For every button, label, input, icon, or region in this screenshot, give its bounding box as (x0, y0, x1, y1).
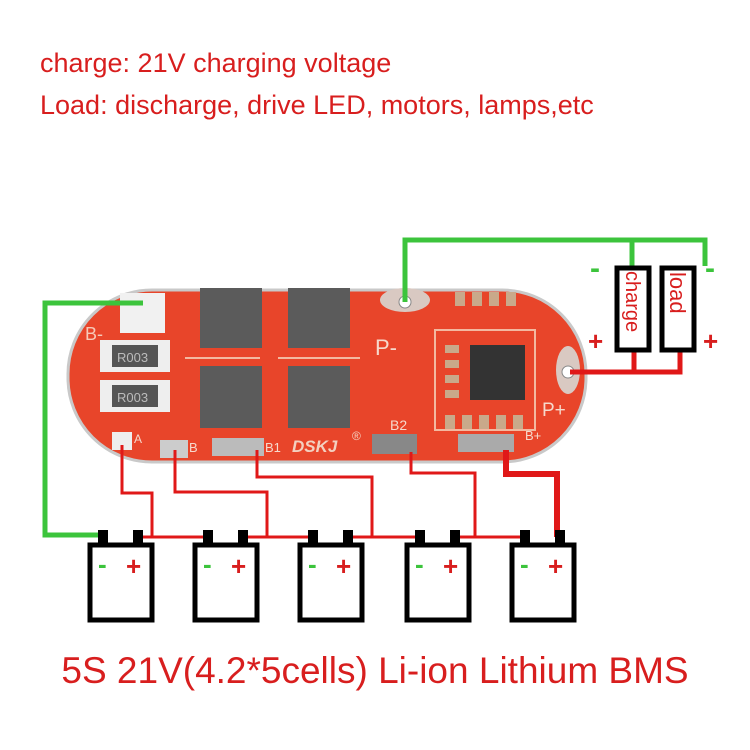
shunt-resistor: R003 (100, 380, 170, 412)
charge-plus-sign: + (588, 326, 603, 356)
load-minus-sign: - (705, 252, 715, 285)
mosfet (288, 288, 350, 348)
cell-minus-sign: - (308, 549, 317, 579)
cell-minus-sign: - (203, 549, 212, 579)
load-terminal: load (659, 265, 697, 353)
svg-text:R003: R003 (117, 390, 148, 405)
positive-terminal (133, 530, 143, 545)
b-plus-wire (503, 450, 560, 537)
cell-minus-sign: - (98, 549, 107, 579)
pad-label-p-plus: P+ (542, 400, 566, 421)
pad-label-b2: B2 (390, 417, 407, 433)
pad-label-b: B (189, 440, 198, 455)
balance-wires (120, 445, 525, 539)
pad-label-b-plus: B+ (525, 428, 541, 443)
cell-plus-sign: + (548, 551, 563, 581)
load-label: load (665, 272, 690, 314)
battery-cells: -+-+-+-+-+ (87, 530, 577, 623)
brand-logo: DSKJ (292, 437, 338, 456)
positive-terminal (555, 530, 565, 545)
negative-terminal (520, 530, 530, 545)
pad-label-a: A (134, 432, 142, 446)
battery-cell: -+ (87, 530, 155, 623)
pad-label-p-minus: P- (375, 335, 397, 360)
pad-label-b-minus: B- (85, 324, 103, 344)
mosfet (200, 288, 262, 348)
cell-plus-sign: + (336, 551, 351, 581)
negative-terminal (98, 530, 108, 545)
charger-terminal: charge (614, 265, 652, 353)
registered-mark: ® (352, 429, 361, 443)
negative-terminal (308, 530, 318, 545)
negative-terminal (203, 530, 213, 545)
load-plus-sign: + (703, 326, 718, 356)
cell-plus-sign: + (443, 551, 458, 581)
positive-terminal (343, 530, 353, 545)
battery-cell: -+ (404, 530, 472, 623)
mosfet (200, 366, 262, 428)
cell-minus-sign: - (520, 549, 529, 579)
load-caption: Load: discharge, drive LED, motors, lamp… (40, 90, 594, 120)
bms-board: B- R003 R003 P- P+ (66, 288, 588, 464)
negative-wires (42, 237, 708, 538)
negative-terminal (415, 530, 425, 545)
positive-terminal (238, 530, 248, 545)
b-minus-pad (120, 293, 165, 333)
mosfet (288, 366, 350, 428)
battery-cell: -+ (192, 530, 260, 623)
charge-minus-sign: - (590, 252, 600, 285)
pad-label-b1: B1 (265, 440, 281, 455)
charge-label: charge (621, 271, 643, 332)
svg-text:R003: R003 (117, 350, 148, 365)
battery-cell: -+ (509, 530, 577, 623)
charge-caption: charge: 21V charging voltage (40, 48, 392, 78)
cell-minus-sign: - (415, 549, 424, 579)
positive-wires (570, 350, 683, 375)
cell-plus-sign: + (126, 551, 141, 581)
shunt-resistor: R003 (100, 340, 170, 372)
positive-terminal (450, 530, 460, 545)
cell-plus-sign: + (231, 551, 246, 581)
product-title: 5S 21V(4.2*5cells) Li-ion Lithium BMS (61, 650, 689, 691)
battery-cell: -+ (297, 530, 365, 623)
bms-ic (470, 345, 525, 400)
